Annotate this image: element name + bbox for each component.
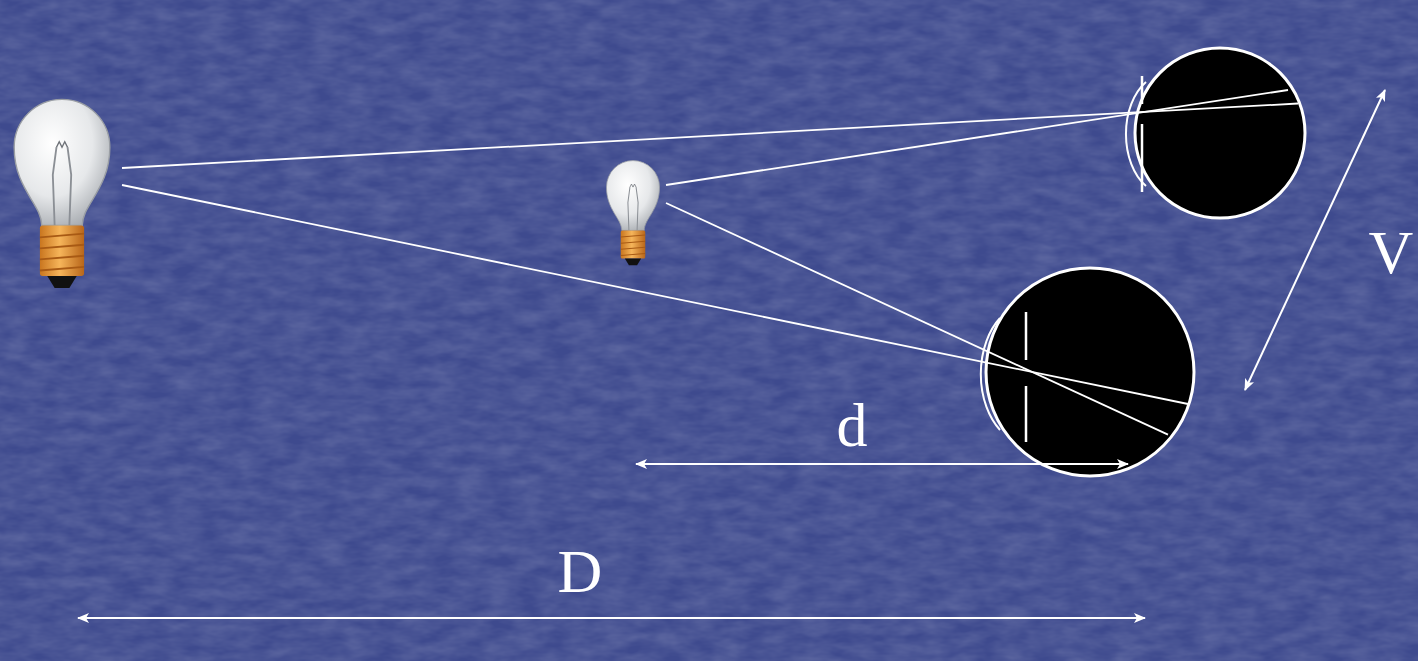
dimension-arrow — [1245, 90, 1385, 390]
dimension-arrow — [636, 463, 1128, 465]
dimension-label: D — [558, 540, 603, 602]
upper-pupil — [1141, 76, 1144, 192]
dimension-arrow — [78, 617, 1145, 619]
light-rays — [122, 90, 1298, 435]
lower-pupil — [1025, 312, 1028, 442]
near-bulb — [606, 161, 659, 266]
dimension-label: V — [1369, 221, 1414, 283]
far-bulb — [14, 99, 110, 288]
dimension-label: d — [837, 394, 868, 456]
lower-eye — [986, 268, 1194, 476]
upper-eye — [1135, 48, 1305, 218]
lower-cornea — [981, 318, 1000, 430]
